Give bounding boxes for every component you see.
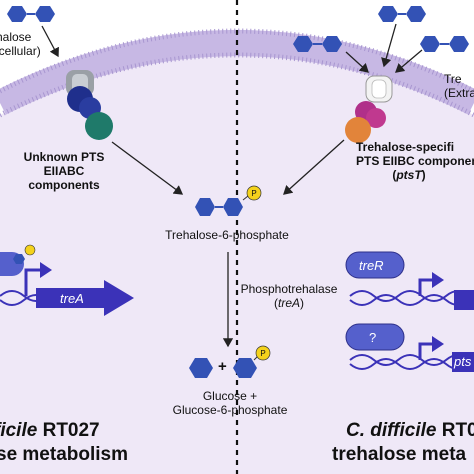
right-strain-name: RT0 — [436, 420, 474, 441]
phosphotrehalase-label: Phosphotrehalase (treA) — [230, 282, 348, 310]
right-substrate-subtext: (Extra — [444, 86, 474, 101]
trehalose-specific-pts-transporter — [345, 75, 393, 143]
trea-gene-label: treA — [60, 291, 84, 306]
left-metabolism-title: se metabolism — [0, 444, 128, 465]
right-strain-title: C. difficile RT0 — [346, 420, 474, 442]
phosphotrehalase-gene: treA — [277, 296, 300, 311]
glucose-6-phosphate-molecule: P — [233, 345, 271, 378]
phosphate-label: P — [251, 189, 256, 198]
right-dna-strand-2 — [349, 354, 471, 370]
unknown-pts-label: Unknown PTS EIIABC components — [2, 150, 126, 192]
import-arrow-left — [41, 25, 59, 58]
products-line2: Glucose-6-phosphate — [172, 403, 288, 418]
trehalose-molecule-right-1 — [293, 36, 342, 52]
right-substrate-text: Tre — [444, 72, 462, 86]
unknown-regulator-label: ? — [369, 330, 377, 345]
right-metabolism-title: trehalose meta — [332, 444, 467, 465]
trer-label: treR — [359, 258, 384, 273]
right-promoter-arrowhead-1 — [432, 272, 444, 288]
import-arrow-right-1 — [345, 51, 369, 73]
ptst-label-line3: (ptsT) — [392, 168, 426, 183]
trehalose-6-phosphate-molecule: P — [195, 185, 262, 216]
pts-gene-label: pts — [454, 354, 472, 369]
products-line1: Glucose + — [202, 389, 258, 403]
right-promoter-arrowhead-2 — [432, 336, 444, 352]
flow-arrow-right-to-t6p — [283, 139, 345, 195]
left-strain-italic: ficile — [0, 420, 38, 441]
left-substrate-text: -halose — [0, 30, 32, 44]
phosphate-label-product: P — [260, 349, 265, 358]
phosphotrehalase-name: Phosphotrehalase — [240, 282, 338, 296]
right-gene-1-arrow — [454, 290, 474, 310]
unknown-pts-transporter — [66, 70, 113, 140]
left-promoter-arrowhead — [40, 262, 52, 278]
ptst-label-line2: PTS EIIBC componen — [356, 154, 474, 169]
products-label: Glucose + Glucose-6-phosphate — [150, 389, 310, 417]
right-promoter-arrow-2 — [418, 342, 432, 360]
flow-arrow-left-to-t6p — [111, 141, 184, 195]
left-substrate-label: -halose acellular) — [0, 30, 41, 58]
right-strain-italic: C. difficile — [346, 420, 437, 441]
trer-regulator — [345, 251, 405, 279]
left-promoter-arrow — [24, 268, 40, 296]
ptst-gene-name: ptsT — [396, 168, 422, 183]
unknown-pts-line2: EIIABC — [43, 164, 85, 179]
unknown-pts-line1: Unknown PTS — [23, 150, 105, 164]
import-arrow-right-3 — [395, 49, 423, 73]
pts-gene-arrow — [452, 352, 474, 372]
right-promoter-arrow-1 — [418, 278, 432, 296]
trehalose-specific-pts-label: Trehalose-specifi PTS EIIBC componen (pt… — [356, 140, 474, 182]
right-dna-strand-1 — [349, 290, 471, 306]
ptst-label-line1: Trehalose-specifi — [356, 140, 455, 154]
right-substrate-label: Tre (Extra — [444, 72, 474, 100]
trehalose-molecule-right-3 — [420, 36, 469, 52]
trea-gene-arrow — [36, 280, 134, 316]
trehalose-6-phosphate-label: Trehalose-6-phosphate — [165, 228, 289, 242]
trehalose-molecule-left — [7, 6, 55, 22]
left-strain-name: RT027 — [37, 420, 100, 441]
left-regulator-partial — [0, 244, 36, 276]
unknown-regulator — [345, 323, 405, 351]
left-strain-title: ficile RT027 — [0, 420, 100, 442]
left-substrate-subtext: acellular) — [0, 44, 41, 59]
unknown-pts-line3: components — [28, 178, 100, 193]
import-arrow-right-2 — [381, 23, 397, 68]
glucose-molecule — [189, 358, 213, 378]
trehalose-molecule-right-2 — [378, 6, 426, 22]
plus-sign: + — [218, 358, 227, 375]
